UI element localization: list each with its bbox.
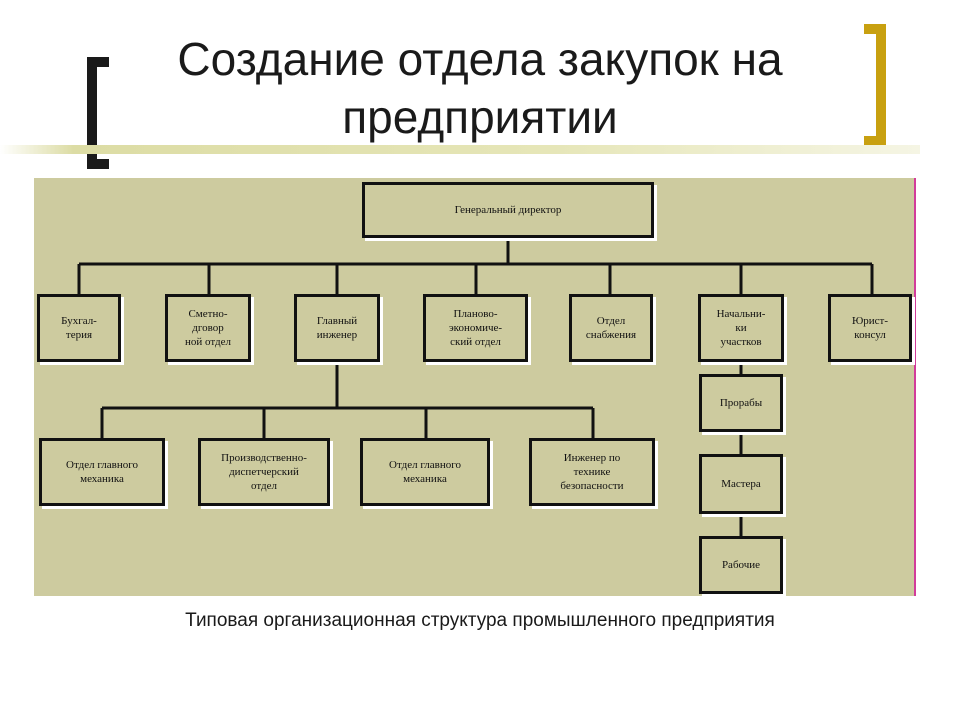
org-node-chief-mechanic-dept-2: Отдел главного механика [360,438,490,506]
title-underline-rule [0,145,920,154]
right-bracket-decoration [864,24,886,146]
org-node-supply-dept: Отдел снабжения [569,294,653,362]
org-node-workers: Рабочие [699,536,783,594]
org-node-site-heads: Начальни- ки участков [698,294,784,362]
org-chart-connectors [77,236,874,538]
org-node-chief-engineer: Главный инженер [294,294,380,362]
diagram-caption: Типовая организационная структура промыш… [185,610,775,631]
org-node-safety-engineer: Инженер по технике безопасности [529,438,655,506]
slide-title-line1: Создание отдела закупок на [177,33,783,85]
org-node-accounting: Бухгал- терия [37,294,121,362]
org-node-legal-adviser: Юрист- консул [828,294,912,362]
org-node-estimate-contract-dept: Сметно- дговор ной отдел [165,294,251,362]
org-node-masters: Мастера [699,454,783,514]
org-chart-panel: Генеральный директор Бухгал- терия Сметн… [34,178,916,596]
org-node-production-dispatch-dept: Производственно- диспетчерский отдел [198,438,330,506]
org-node-general-director: Генеральный директор [362,182,654,238]
org-node-chief-mechanic-dept-1: Отдел главного механика [39,438,165,506]
slide-title-line2: предприятии [342,91,618,143]
org-node-planning-economic-dept: Планово- экономиче- ский отдел [423,294,528,362]
org-node-foremen-prorab: Прорабы [699,374,783,432]
left-bracket-decoration [87,57,109,169]
slide-title: Создание отдела закупок на предприятии [110,30,850,146]
